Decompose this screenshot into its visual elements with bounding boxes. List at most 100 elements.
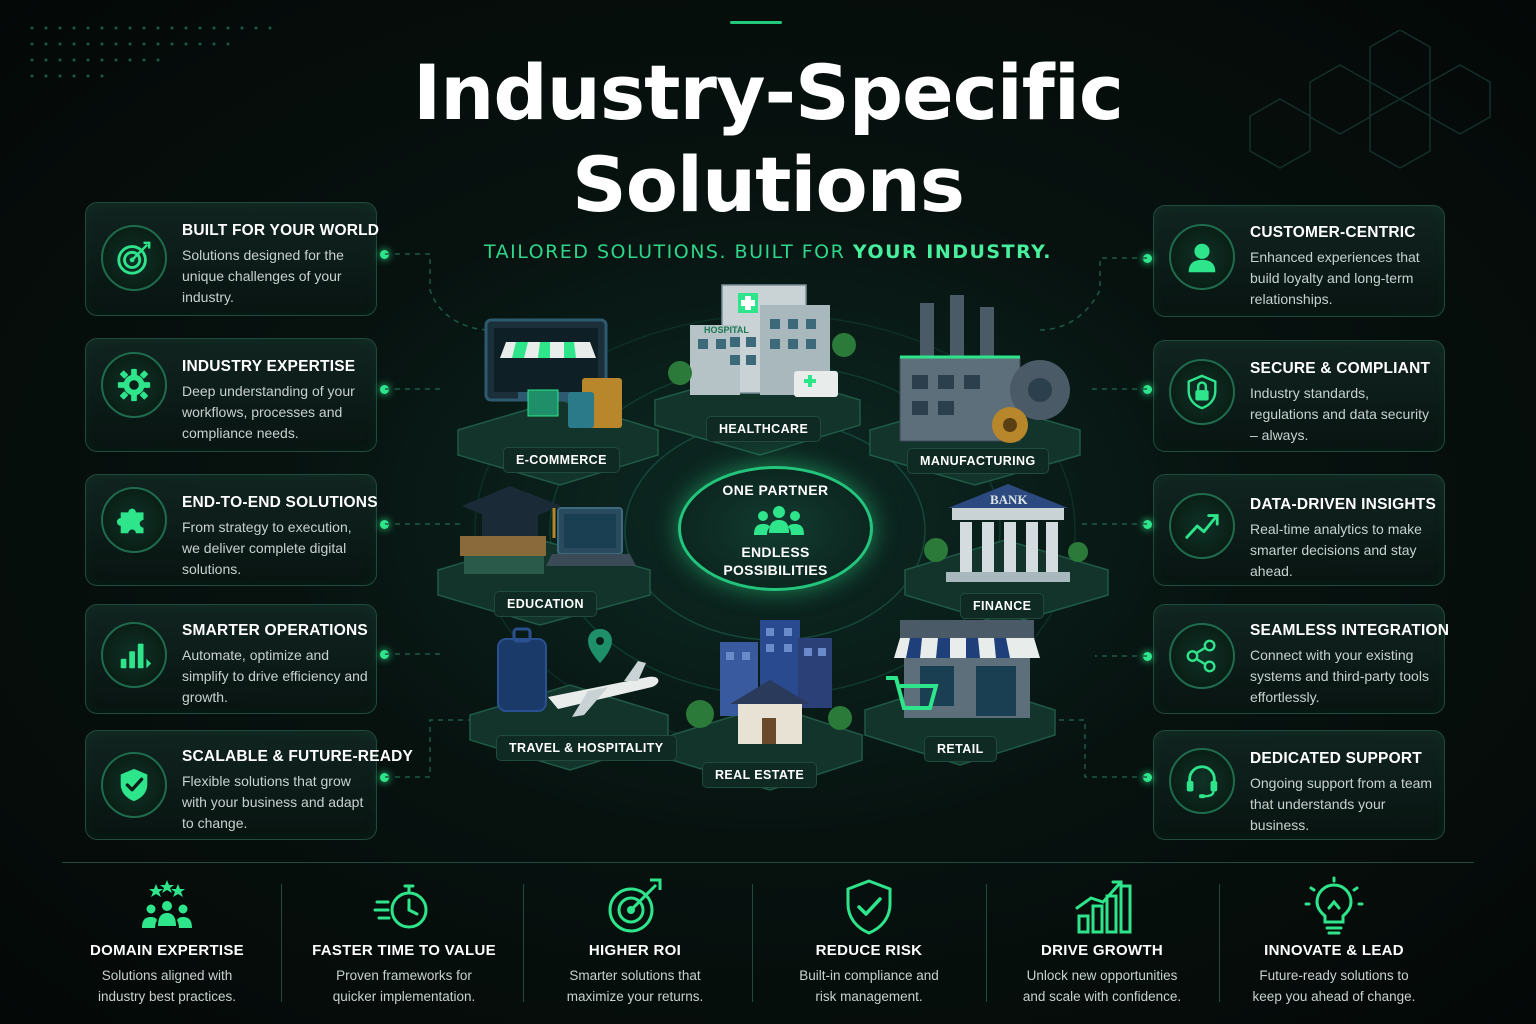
connector-dot: [380, 773, 389, 782]
benefit-text-line-1: Proven frameworks for: [336, 968, 472, 983]
card-text: Enhanced experiences that build loyalty …: [1250, 249, 1420, 307]
feature-card-data-driven: DATA-DRIVEN INSIGHTS Real-time analytics…: [1153, 474, 1445, 586]
feature-card-smarter-operations: SMARTER OPERATIONS Automate, optimize an…: [85, 604, 377, 714]
lightbulb-icon: [1304, 876, 1364, 935]
trend-up-icon: [1169, 493, 1235, 559]
feature-card-secure-compliant: SECURE & COMPLIANT Industry standards, r…: [1153, 340, 1445, 452]
connector-dot: [380, 650, 389, 659]
target-icon: [101, 225, 167, 291]
share-icon: [1169, 623, 1235, 689]
team-stars-icon: [142, 880, 192, 928]
shield-check-icon: [846, 879, 892, 935]
card-title: SMARTER OPERATIONS: [182, 622, 368, 639]
benefit-reduce-risk: REDUCE RISK Built-in compliance and risk …: [751, 870, 987, 1007]
benefit-text-line-2: maximize your returns.: [566, 989, 704, 1004]
graduation-cap-icon: [460, 486, 636, 574]
benefit-text-line-2: keep you ahead of change.: [1252, 989, 1416, 1004]
headset-icon: [1169, 748, 1235, 814]
buildings-icon: [686, 620, 852, 744]
page-title-line-1: Industry-Specific: [413, 48, 1124, 137]
stopwatch-icon: [373, 884, 428, 929]
feature-card-scalable: SCALABLE & FUTURE-READY Flexible solutio…: [85, 730, 413, 840]
industry-label-manufacturing: MANUFACTURING: [907, 448, 1049, 474]
card-text: Real-time analytics to make smarter deci…: [1250, 521, 1422, 579]
card-text: Automate, optimize and simplify to drive…: [182, 647, 368, 705]
card-title: END-TO-END SOLUTIONS: [182, 494, 378, 511]
lock-shield-icon: [1169, 359, 1235, 425]
column-separator: [986, 884, 987, 1002]
feature-card-industry-expertise: INDUSTRY EXPERTISE Deep understanding of…: [85, 338, 377, 452]
factory-icon: [899, 295, 1070, 443]
subtitle: TAILORED SOLUTIONS. BUILT FOR YOUR INDUS…: [0, 241, 1536, 263]
feature-card-dedicated-support: DEDICATED SUPPORT Ongoing support from a…: [1153, 730, 1445, 840]
connector-dot: [1143, 773, 1152, 782]
page-title-line-2: Solutions: [571, 140, 965, 229]
top-accent-line: [730, 21, 782, 24]
card-text: Connect with your existing systems and t…: [1250, 647, 1429, 705]
connector-dot: [380, 385, 389, 394]
connector-dot: [1143, 652, 1152, 661]
gear-icon: [101, 352, 167, 418]
feature-card-end-to-end: END-TO-END SOLUTIONS From strategy to ex…: [85, 474, 378, 586]
card-text: Solutions designed for the unique challe…: [182, 247, 344, 305]
team-icon: [754, 506, 804, 535]
benefit-title: DRIVE GROWTH: [1041, 942, 1163, 959]
card-title: CUSTOMER-CENTRIC: [1250, 224, 1416, 241]
column-separator: [752, 884, 753, 1002]
benefit-text-line-2: and scale with confidence.: [1022, 989, 1182, 1004]
benefit-innovate-lead: INNOVATE & LEAD Future-ready solutions t…: [1216, 870, 1452, 1007]
card-text: Deep understanding of your workflows, pr…: [182, 383, 355, 441]
hub-bottom-line-1: ENDLESS: [741, 544, 810, 560]
benefit-text-line-1: Built-in compliance and: [799, 968, 939, 983]
card-text: Flexible solutions that grow with your b…: [182, 773, 364, 831]
benefit-title: DOMAIN EXPERTISE: [90, 942, 244, 959]
benefit-title: REDUCE RISK: [815, 942, 923, 959]
card-text: Ongoing support from a team that underst…: [1250, 775, 1433, 833]
industry-label-real-estate: REAL ESTATE: [702, 762, 818, 788]
target-icon: [608, 878, 662, 933]
connector-dot: [1143, 385, 1152, 394]
hub-bottom-line-2: POSSIBILITIES: [723, 562, 828, 578]
card-title: SECURE & COMPLIANT: [1250, 360, 1431, 377]
column-separator: [1219, 884, 1220, 1002]
subtitle-part-2: YOUR INDUSTRY.: [852, 241, 1052, 263]
feature-card-built-for-your-world: BUILT FOR YOUR WORLD Solutions designed …: [85, 202, 380, 316]
benefit-text: Proven frameworks for quicker implementat…: [286, 965, 522, 1007]
feature-card-seamless-integration: SEAMLESS INTEGRATION Connect with your e…: [1153, 604, 1449, 714]
connector-dot: [380, 250, 389, 259]
hub-circle: ONE PARTNER ENDLESS POSSIBILITIES: [678, 466, 873, 591]
storefront-icon: [484, 318, 622, 428]
card-title: BUILT FOR YOUR WORLD: [182, 222, 380, 239]
industry-label-e-commerce: E-COMMERCE: [503, 447, 620, 473]
connector-dot: [1143, 254, 1152, 263]
benefit-text-line-2: risk management.: [815, 989, 923, 1004]
hexagon-decoration: [1249, 30, 1491, 169]
hospital-sign: HOSPITAL: [704, 325, 749, 335]
user-icon: [1169, 224, 1235, 290]
card-title: INDUSTRY EXPERTISE: [182, 358, 356, 375]
puzzle-icon: [101, 487, 167, 553]
subtitle-part-1: TAILORED SOLUTIONS. BUILT FOR: [484, 241, 853, 263]
benefit-faster-time: FASTER TIME TO VALUE Proven frameworks f…: [286, 870, 522, 1007]
card-title: SCALABLE & FUTURE-READY: [182, 748, 414, 765]
benefit-text-line-2: quicker implementation.: [332, 989, 476, 1004]
airplane-icon: [497, 627, 659, 717]
card-title: SEAMLESS INTEGRATION: [1250, 622, 1450, 639]
benefit-title: FASTER TIME TO VALUE: [312, 942, 496, 959]
feature-card-customer-centric: CUSTOMER-CENTRIC Enhanced experiences th…: [1153, 205, 1445, 317]
bar-chart-icon: [101, 622, 167, 688]
hub-top-text: ONE PARTNER: [722, 482, 829, 498]
growth-chart-icon: [1075, 880, 1132, 934]
benefit-title: INNOVATE & LEAD: [1264, 942, 1404, 959]
connector-dot: [380, 520, 389, 529]
card-title: DATA-DRIVEN INSIGHTS: [1250, 496, 1436, 513]
industry-label-retail: RETAIL: [924, 736, 997, 762]
benefit-title: HIGHER ROI: [588, 942, 682, 959]
connector-dot: [1143, 520, 1152, 529]
